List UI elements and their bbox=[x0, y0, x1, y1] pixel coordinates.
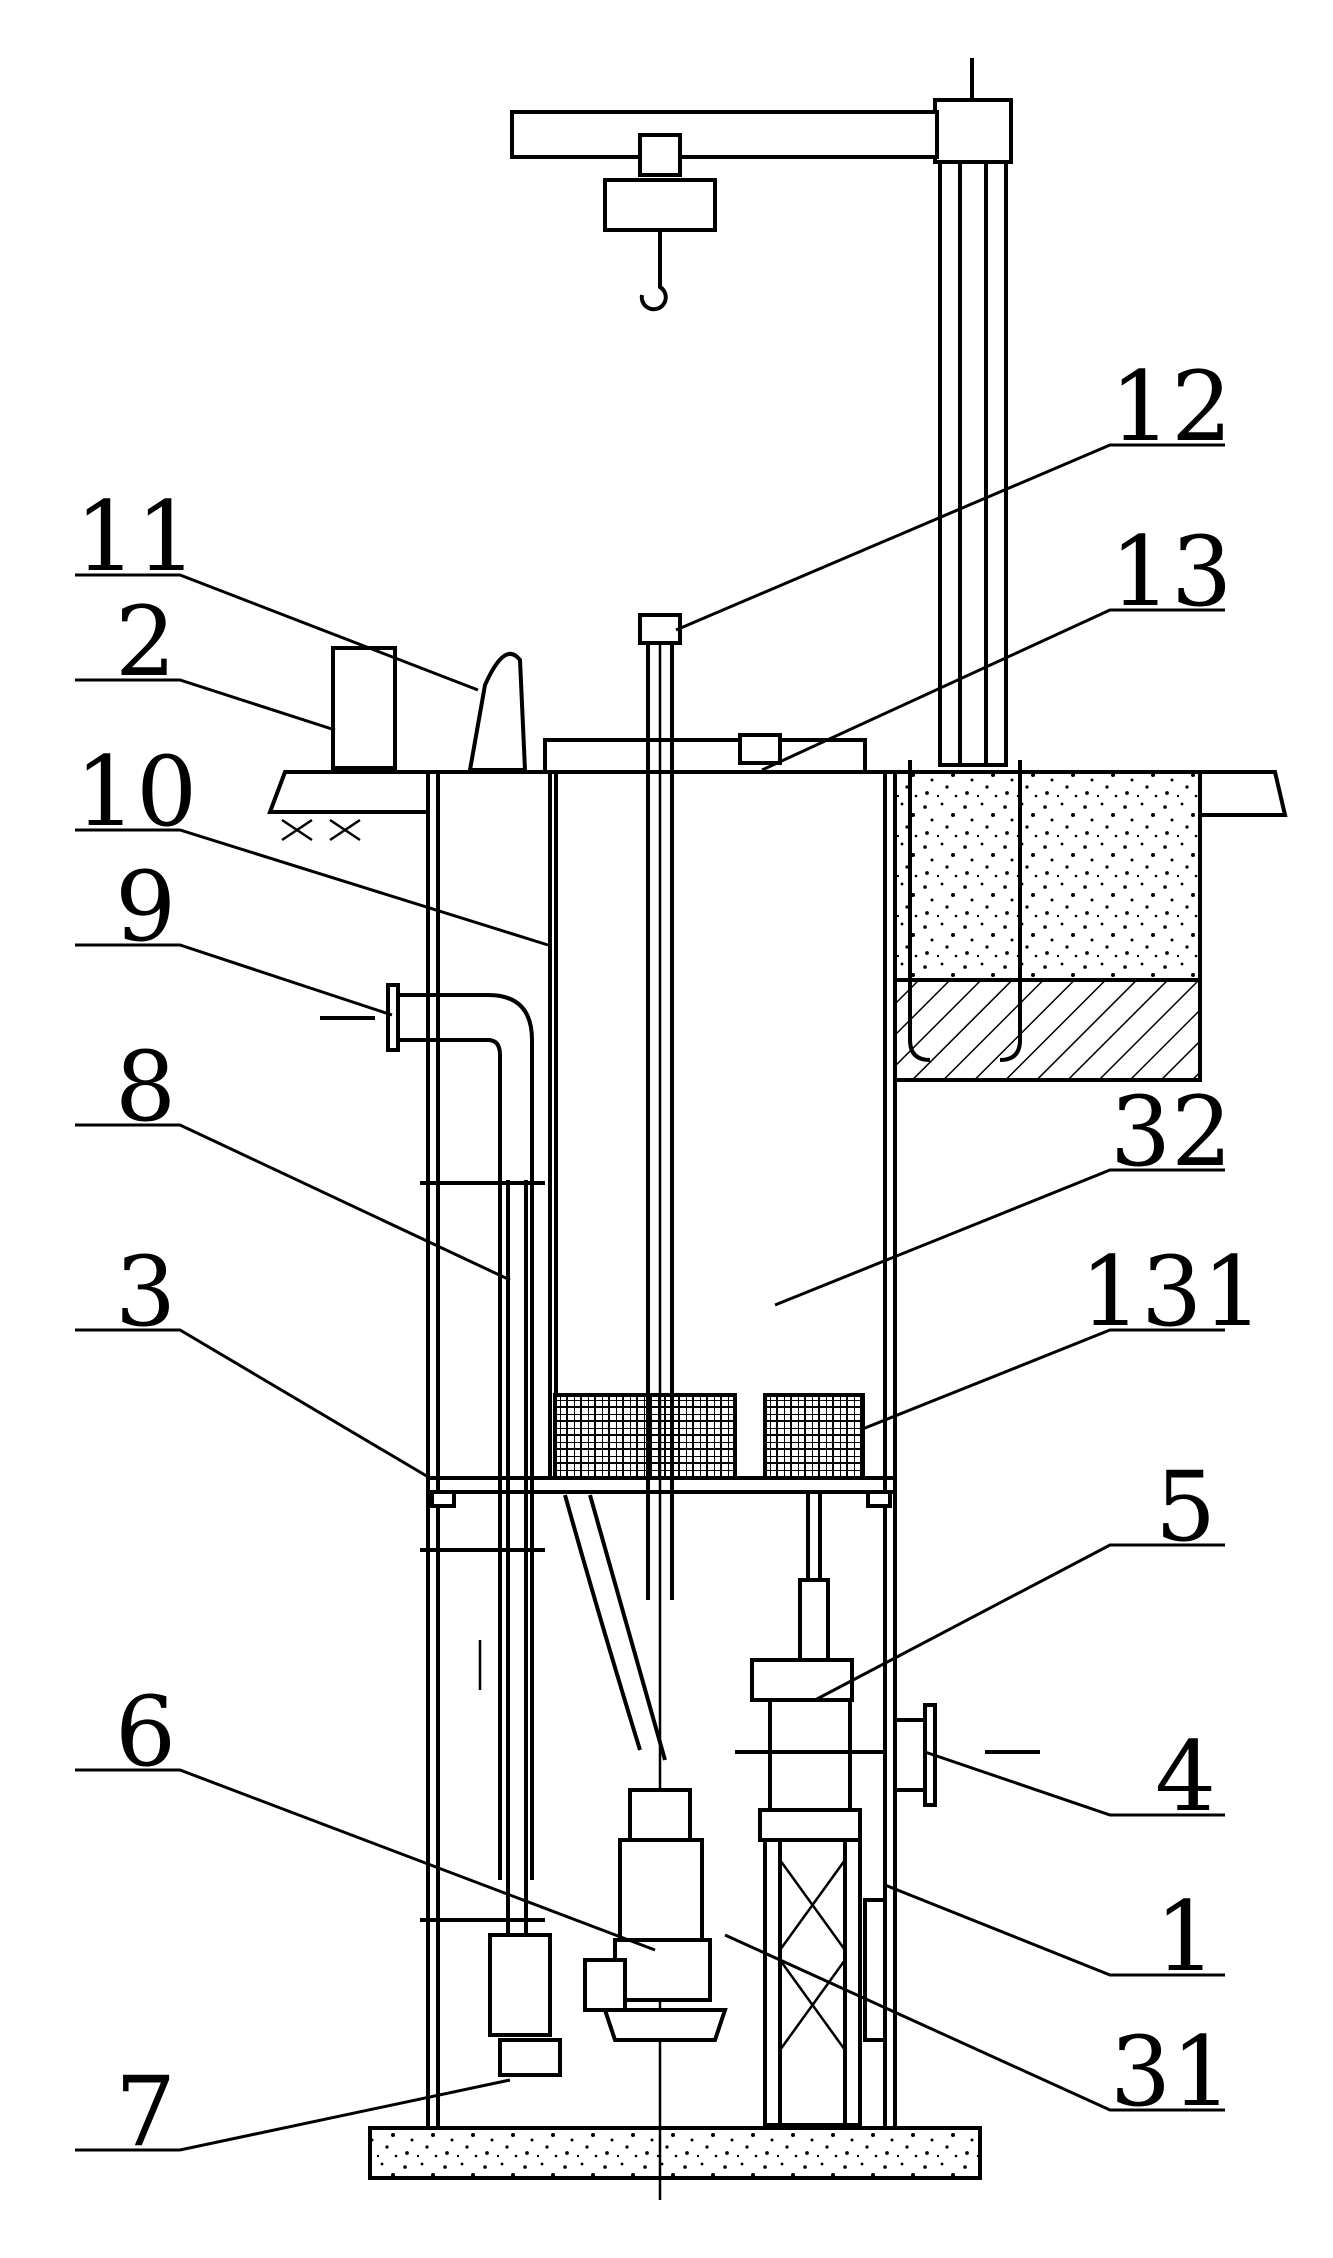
grille-left bbox=[553, 1393, 737, 1480]
label-10: 10 bbox=[75, 736, 197, 848]
jib-crane bbox=[510, 58, 1013, 767]
leader-lines bbox=[75, 443, 1225, 2152]
base-slab bbox=[368, 2126, 982, 2180]
crane-column bbox=[938, 98, 1008, 767]
label-9: 9 bbox=[115, 851, 176, 963]
submersible-pump bbox=[488, 1494, 728, 2077]
wall-bracket bbox=[863, 1898, 887, 2042]
label-12: 12 bbox=[1110, 351, 1232, 463]
label-131: 131 bbox=[1080, 1236, 1263, 1348]
vent-pipe bbox=[467, 652, 528, 772]
label-3: 3 bbox=[115, 1236, 176, 1348]
valve-assembly bbox=[735, 1492, 885, 1842]
labels: 11 2 10 9 8 3 6 7 12 13 32 131 5 4 1 31 bbox=[75, 351, 1263, 2168]
hoist-body bbox=[603, 178, 717, 232]
concrete-block-right bbox=[893, 770, 1202, 982]
crane-column-cap bbox=[933, 98, 1013, 164]
grille-right bbox=[763, 1393, 865, 1480]
outlet-pipe bbox=[893, 1703, 1040, 1807]
label-31: 31 bbox=[1110, 2016, 1232, 2128]
hatched-foundation bbox=[893, 978, 1202, 1082]
top-cover bbox=[543, 738, 867, 774]
inlet-pipe bbox=[320, 983, 534, 1880]
crane-jib-arm bbox=[510, 110, 939, 159]
label-5: 5 bbox=[1155, 1451, 1216, 1563]
label-7: 7 bbox=[115, 2056, 176, 2168]
label-1: 1 bbox=[1155, 1881, 1216, 1993]
label-4: 4 bbox=[1155, 1721, 1216, 1833]
label-6: 6 bbox=[115, 1676, 176, 1788]
riser-pipe bbox=[420, 1180, 545, 1960]
label-8: 8 bbox=[115, 1031, 176, 1143]
control-cabinet bbox=[331, 646, 397, 770]
label-11: 11 bbox=[75, 481, 197, 593]
anchor-bolt-2 bbox=[999, 760, 1022, 1062]
ground-right bbox=[1200, 770, 1288, 817]
anchor-bolt-1 bbox=[908, 760, 931, 1062]
ground bbox=[267, 760, 1288, 1082]
inner-tank bbox=[543, 733, 867, 1480]
label-32: 32 bbox=[1110, 1076, 1232, 1188]
label-13: 13 bbox=[1110, 516, 1232, 628]
valve-stand bbox=[763, 1838, 862, 2127]
crane-hook bbox=[639, 275, 668, 312]
access-hatch bbox=[738, 733, 782, 765]
ground-left bbox=[267, 770, 430, 814]
label-2: 2 bbox=[115, 586, 176, 698]
hoist-trolley bbox=[638, 133, 682, 177]
